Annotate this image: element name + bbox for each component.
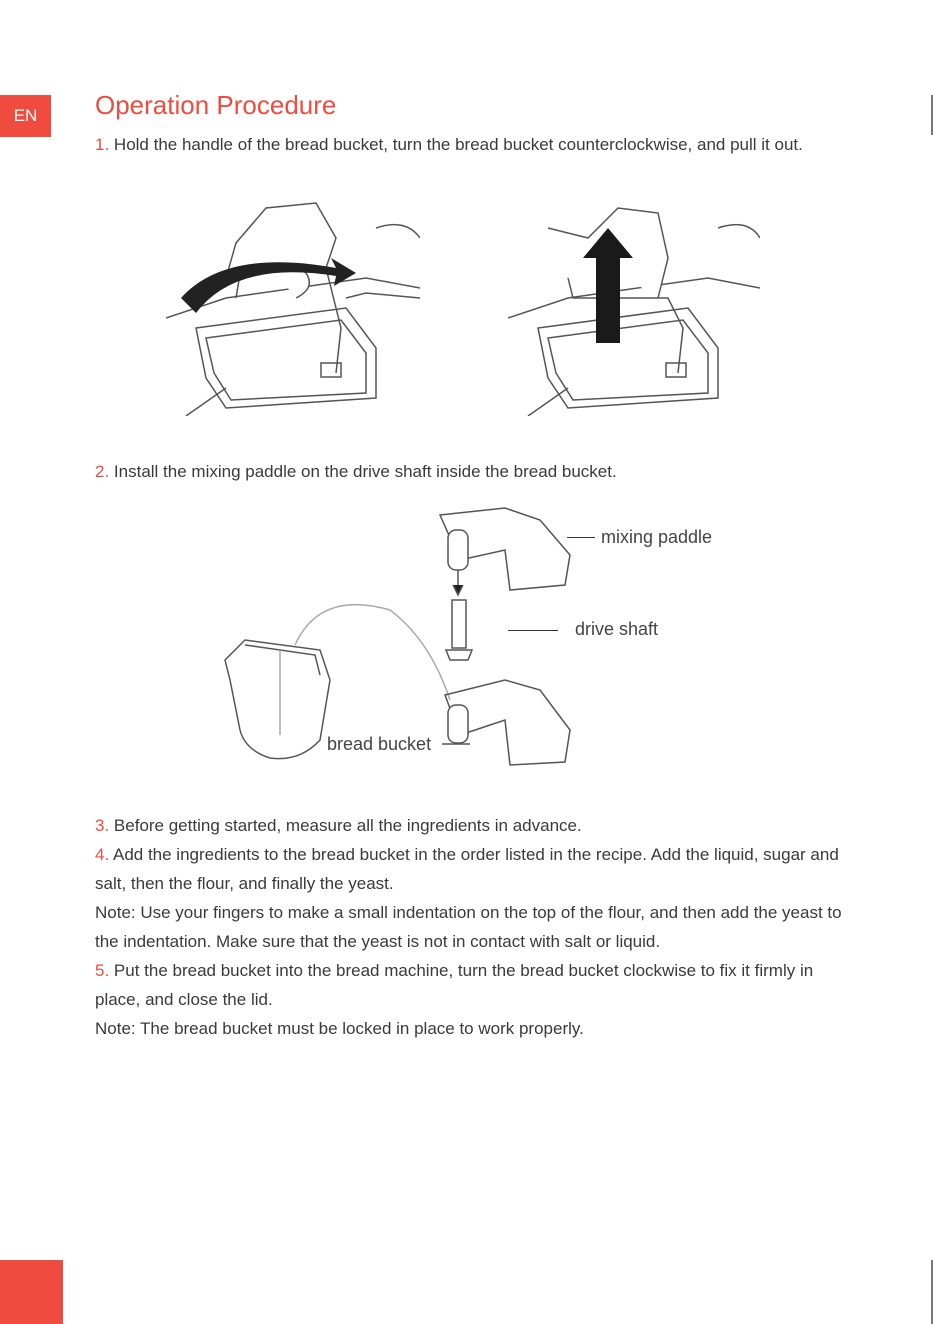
label-drive-shaft: drive shaft — [575, 619, 659, 639]
step-5: 5. Put the bread bucket into the bread m… — [95, 956, 845, 1014]
step-3-number: 3. — [95, 816, 110, 835]
step-1-number: 1. — [95, 135, 110, 154]
label-bread-bucket: bread bucket — [327, 734, 432, 754]
step-4-text: Add the ingredients to the bread bucket … — [95, 845, 839, 893]
edge-mark-bottom — [931, 1260, 933, 1324]
step-2-number: 2. — [95, 462, 110, 481]
step-1-text: Hold the handle of the bread bucket, tur… — [113, 135, 803, 154]
figure-pull-bucket — [508, 207, 760, 416]
callout-line-paddle — [567, 537, 595, 538]
step-2-text: Install the mixing paddle on the drive s… — [113, 462, 617, 481]
edge-mark-top — [931, 95, 933, 135]
note-1: Note: Use your fingers to make a small i… — [95, 903, 842, 951]
language-label: EN — [13, 106, 38, 125]
language-tab: EN — [0, 95, 51, 137]
step-1: 1. Hold the handle of the bread bucket, … — [95, 130, 845, 159]
step-2: 2. Install the mixing paddle on the driv… — [95, 457, 845, 486]
step-5-number: 5. — [95, 961, 110, 980]
label-mixing-paddle: mixing paddle — [601, 527, 713, 547]
step-3: 3. Before getting started, measure all t… — [95, 811, 845, 840]
note-2: Note: The bread bucket must be locked in… — [95, 1019, 584, 1038]
drive-shaft-shape — [451, 599, 467, 649]
callout-line-shaft — [508, 630, 558, 631]
figure-rotate-bucket — [166, 202, 420, 416]
step-4-number: 4. — [95, 845, 110, 864]
page-corner-block — [0, 1260, 63, 1324]
pull-up-arrow-icon — [583, 228, 633, 343]
step-3-text: Before getting started, measure all the … — [113, 816, 582, 835]
step-5-text: Put the bread bucket into the bread mach… — [95, 961, 814, 1009]
figure-paddle-install — [224, 507, 571, 766]
step-4: 4. Add the ingredients to the bread buck… — [95, 840, 845, 898]
mixing-paddle-shape — [438, 507, 571, 591]
page-title: Operation Procedure — [95, 90, 337, 120]
rotate-arrow-icon — [181, 258, 356, 313]
bread-bucket-shape — [224, 639, 331, 760]
